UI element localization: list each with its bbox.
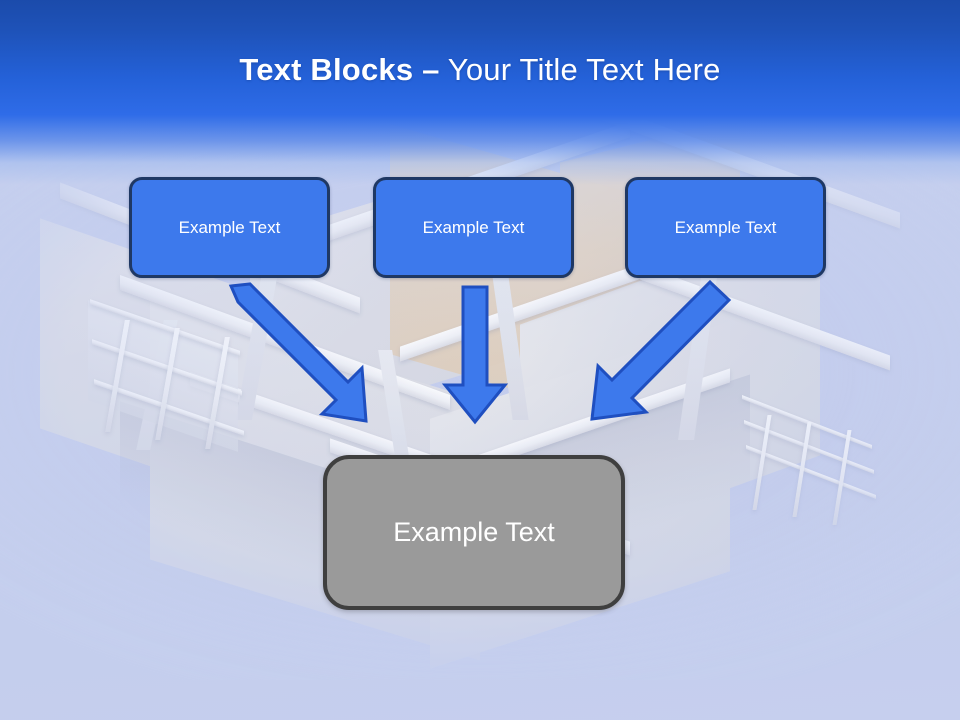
text-block-1-label: Example Text xyxy=(178,217,281,237)
header-gradient-band xyxy=(0,0,960,185)
text-block-3[interactable]: Example Text xyxy=(625,177,826,278)
page-title-dash: – xyxy=(422,52,440,87)
text-block-3-label: Example Text xyxy=(674,217,777,237)
summary-text-block[interactable]: Example Text xyxy=(323,455,625,610)
page-title-light: Your Title Text Here xyxy=(439,52,721,87)
page-title: Text Blocks – Your Title Text Here xyxy=(0,52,960,88)
summary-text-block-label: Example Text xyxy=(393,517,555,547)
page-title-strong: Text Blocks xyxy=(239,52,423,87)
text-block-1[interactable]: Example Text xyxy=(129,177,330,278)
text-block-2[interactable]: Example Text xyxy=(373,177,574,278)
text-block-2-label: Example Text xyxy=(422,217,525,237)
